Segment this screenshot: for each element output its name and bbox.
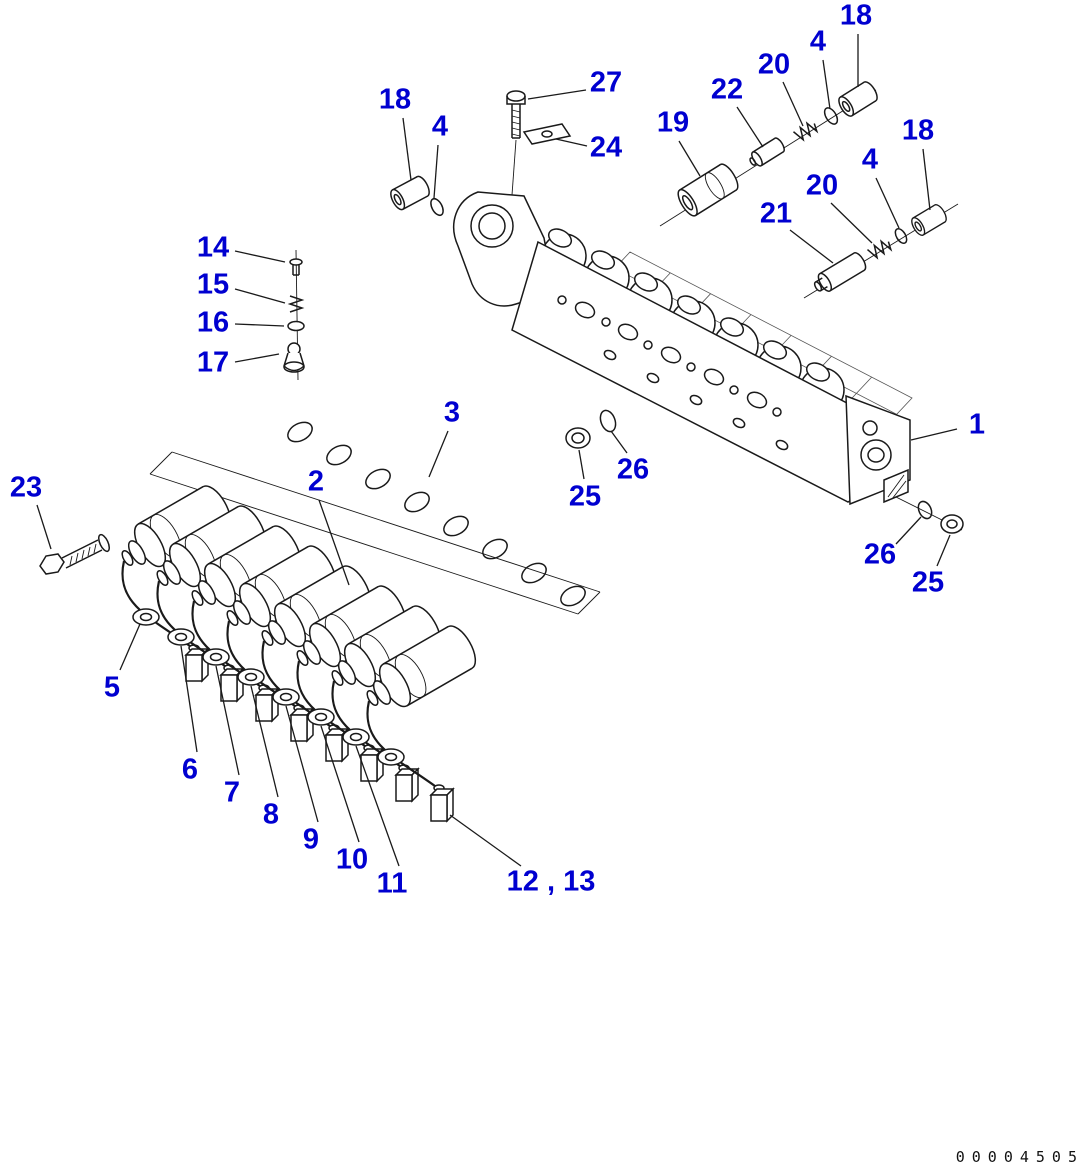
part-callout-19: 19 <box>656 106 690 139</box>
leader-line-10 <box>320 725 360 843</box>
leader-line-6 <box>180 645 198 753</box>
part-callout-27: 27 <box>589 66 623 99</box>
leader-line-2 <box>318 499 350 586</box>
valve-22 <box>749 137 785 167</box>
drawing-number: 00004505 <box>955 1148 1084 1166</box>
leader-line-8 <box>250 685 279 798</box>
leader-line-20 <box>830 202 873 244</box>
part-callout-17: 17 <box>196 346 230 379</box>
leader-line-19 <box>678 140 701 177</box>
part-callout-9: 9 <box>302 823 320 856</box>
oring-26-left <box>599 409 617 433</box>
leader-line-25 <box>578 449 585 480</box>
leader-line-16 <box>234 323 285 327</box>
leader-line-4 <box>433 144 439 199</box>
part-callout-11: 11 <box>376 867 408 900</box>
part-callout-3: 3 <box>443 396 461 429</box>
part-callout-25: 25 <box>568 480 602 513</box>
part-callout-15: 15 <box>196 268 230 301</box>
part-callout-10: 10 <box>335 843 369 876</box>
part-callout-16: 16 <box>196 306 230 339</box>
oring-4-lower <box>894 228 908 244</box>
alignment-band <box>149 451 601 615</box>
leader-line-20 <box>782 81 804 127</box>
part-callout-5: 5 <box>103 671 121 704</box>
leader-line-27 <box>527 89 587 100</box>
oring-4-upper <box>823 107 839 125</box>
part-callout-20: 20 <box>805 169 839 202</box>
leader-line-11 <box>355 745 400 867</box>
plug-25-left <box>565 427 591 449</box>
oring-4-left <box>430 197 444 217</box>
part-callout-25: 25 <box>911 566 945 599</box>
leader-line-23 <box>36 504 52 550</box>
bolt-27 <box>506 90 526 139</box>
part-callout-2: 2 <box>307 465 325 498</box>
leader-line-1 <box>910 428 958 441</box>
spring-20-upper <box>792 119 820 143</box>
part-callout-6: 6 <box>181 753 199 786</box>
part-callout-21: 21 <box>759 197 793 230</box>
leader-line-7 <box>215 665 240 776</box>
leader-line-18 <box>922 148 931 211</box>
part-callout-26: 26 <box>863 538 897 571</box>
part-callout-18: 18 <box>901 114 935 147</box>
leader-line-26 <box>895 516 922 545</box>
part-callout-26: 26 <box>616 453 650 486</box>
part-callout-18: 18 <box>378 83 412 116</box>
part-callout-7: 7 <box>223 776 241 809</box>
leader-line-18 <box>402 117 412 181</box>
part-callout-22: 22 <box>710 73 744 106</box>
leader-lines <box>36 34 958 867</box>
part-callout-23: 23 <box>9 471 43 504</box>
part-callout-12-13: 12 , 13 <box>506 865 596 898</box>
leader-line-9 <box>285 705 319 823</box>
valve-21 <box>813 252 867 292</box>
part-callout-24: 24 <box>589 131 623 164</box>
part-callout-4: 4 <box>809 25 827 58</box>
leader-line-15 <box>234 288 286 304</box>
leader-line-3 <box>428 430 449 478</box>
part-callout-1: 1 <box>968 408 986 441</box>
leader-line-26 <box>610 430 628 454</box>
leader-line-5 <box>119 623 141 671</box>
oring-row <box>287 421 586 607</box>
part-callout-14: 14 <box>196 231 230 264</box>
leader-line-17 <box>234 353 280 363</box>
leader-line-22 <box>736 106 764 148</box>
leader-line-4 <box>875 177 900 229</box>
part-callout-4: 4 <box>431 110 449 143</box>
plate-24 <box>522 123 572 145</box>
part-callout-20: 20 <box>757 48 791 81</box>
part-callout-4: 4 <box>861 143 879 176</box>
oring-26-right <box>917 500 933 520</box>
valve-cartridge-19 <box>677 163 739 217</box>
part-callout-18: 18 <box>839 0 873 32</box>
poppet-parts-14-17 <box>283 258 305 373</box>
plug-18-lower-right <box>908 202 950 238</box>
leader-line-21 <box>789 229 834 264</box>
part-callout-8: 8 <box>262 798 280 831</box>
plug-25-right <box>940 514 964 534</box>
leader-line-14 <box>234 250 286 263</box>
leader-line-4 <box>822 59 831 110</box>
manifold-body <box>453 191 911 506</box>
leader-line-25 <box>936 534 951 567</box>
solenoid-group <box>118 480 483 823</box>
mounting-bolt-23 <box>39 533 111 575</box>
plug-18-left <box>387 173 433 213</box>
leader-line-24 <box>555 138 588 147</box>
leader-line-12-13 <box>449 814 522 867</box>
